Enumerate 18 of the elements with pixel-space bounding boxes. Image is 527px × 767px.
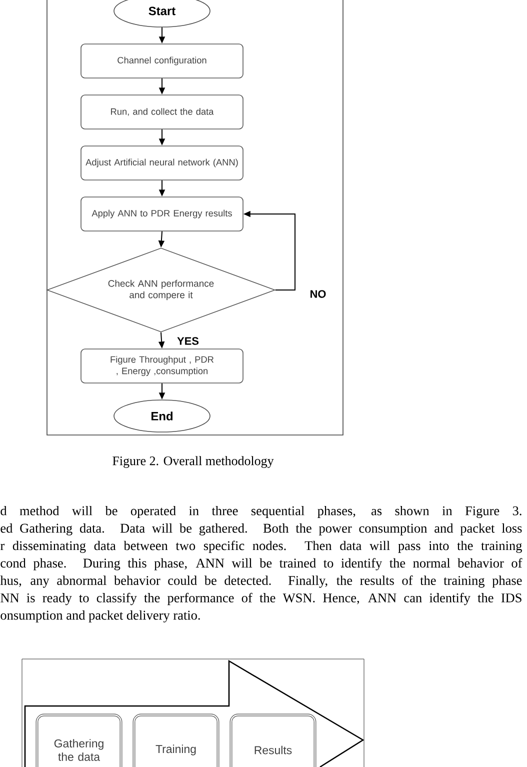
process-box: Channel configuration <box>80 44 244 78</box>
edge-label: YES <box>176 336 200 346</box>
phase-box: Training <box>132 714 220 767</box>
paragraph-line: cond phase. During this phase, ANN will be trained to identify the normal behavior of <box>0 558 522 570</box>
figure-caption: Figure 2. Overall methodology <box>112 456 274 468</box>
paragraph-line: hus, any abnormal behavior could be detected. Finally, the results of the training phase <box>0 576 522 588</box>
edge-label: NO <box>308 289 328 299</box>
process-box: Adjust Artificial neural network (ANN) <box>80 146 244 180</box>
paragraph-line: onsumption and packet delivery ratio. <box>0 610 200 622</box>
phase-box: Gathering the data <box>36 714 122 767</box>
paragraph-line: r disseminating data between two specific nodes. Then data will pass into the training <box>0 540 522 553</box>
phase-box: Results <box>230 714 316 767</box>
process-box: Run, and collect the data <box>80 94 244 130</box>
paragraph-line: d method will be operated in three sequential phases, as shown in Figure 3. <box>0 506 522 518</box>
process-box: Figure Throughput , PDR , Energy ,consumption <box>80 348 244 384</box>
paragraph-line: NN is ready to classify the performance of the WSN. Hence, ANN can identify the IDS <box>0 592 522 606</box>
paragraph-line: ed Gathering data. Data will be gathered. Both the power consumption and packet loss <box>0 523 522 536</box>
process-box: Apply ANN to PDR Energy results <box>80 196 244 232</box>
